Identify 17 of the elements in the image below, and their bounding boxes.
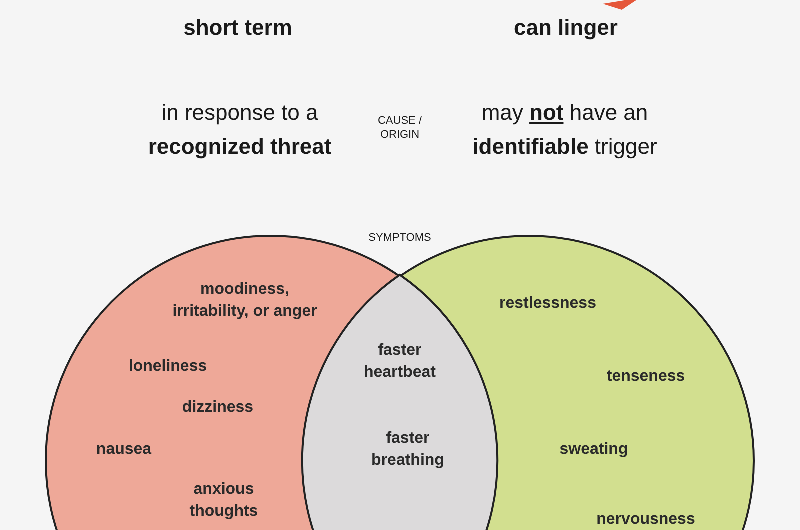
symptom-text: moodiness, irritability, or anger (172, 280, 318, 322)
section-heading: SYMPTOMS (368, 231, 432, 245)
symptom-text: anxious thoughts (188, 480, 260, 522)
symptom-text: tenseness (606, 367, 686, 387)
symptom-text: loneliness (128, 357, 208, 377)
column-heading: can linger (514, 14, 618, 42)
symptom-text: dizziness (182, 398, 254, 418)
symptom-text: restlessness (500, 294, 596, 314)
symptom-text: faster breathing (370, 429, 446, 471)
symptom-text: sweating (560, 440, 628, 460)
cause-text: may not have an identifiable trigger (472, 99, 658, 161)
row-heading: CAUSE / ORIGIN (376, 114, 423, 142)
symptom-text: nervousness (596, 510, 696, 530)
column-heading: short term (184, 14, 292, 42)
cause-text: in response to a recognized threat (147, 99, 333, 161)
symptom-text: nausea (96, 440, 152, 460)
symptom-text: faster heartbeat (362, 341, 438, 383)
